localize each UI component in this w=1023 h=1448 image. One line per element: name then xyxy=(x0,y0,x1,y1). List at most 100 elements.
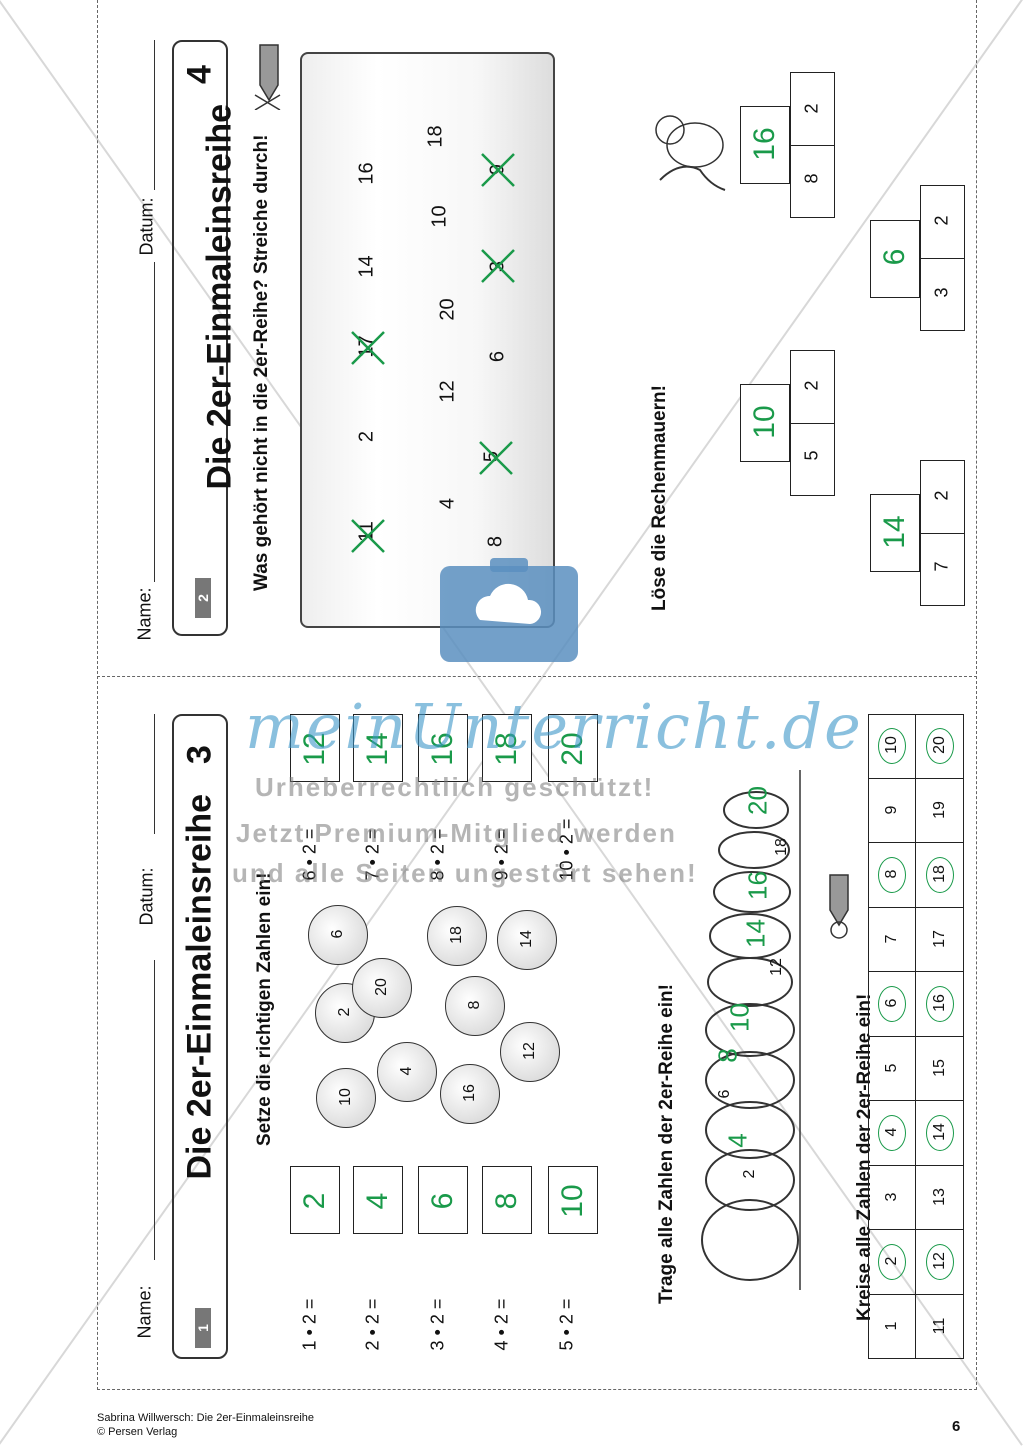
number-bubble xyxy=(377,1042,437,1102)
grid-cell[interactable] xyxy=(916,1294,964,1359)
wall-top-cell[interactable] xyxy=(870,494,920,572)
bubble-number: 8 xyxy=(466,1000,483,1010)
scroll-number: 20 xyxy=(436,298,459,321)
watermark-line: Urheberrechtlich geschützt! xyxy=(255,772,655,802)
strike-cross-icon xyxy=(481,153,515,187)
sheet3-title: Die 2er-Einmaleinsreihe xyxy=(180,793,219,1180)
answer-box[interactable] xyxy=(482,714,532,782)
pencil-icon xyxy=(254,44,281,110)
grid-cell[interactable] xyxy=(916,907,964,972)
sheet3-name-line[interactable] xyxy=(154,960,155,1260)
wall-top-answer: 14 xyxy=(878,515,911,549)
grid-cell[interactable] xyxy=(868,1101,916,1166)
sheet3-task2: Trage alle Zahlen der 2er-Reihe ein! xyxy=(656,984,677,1304)
grid-cell[interactable] xyxy=(868,778,916,843)
watermark-line: und alle Seiten ungestört sehen! xyxy=(232,858,698,888)
strike-cross-icon xyxy=(351,519,385,553)
answer-value: 10 xyxy=(556,1184,589,1218)
grid-cell[interactable] xyxy=(868,972,916,1037)
circle-mark-icon xyxy=(926,1244,954,1280)
answer-box[interactable] xyxy=(418,714,468,782)
grid-cell[interactable] xyxy=(868,843,916,908)
scroll-number: 2 xyxy=(355,430,378,443)
wall-top-cell[interactable] xyxy=(740,384,790,462)
grid-cell[interactable] xyxy=(868,1230,916,1295)
footer-author: Sabrina Willwersch: Die 2er-Einmaleinsre… xyxy=(97,1412,315,1424)
bubble-number: 12 xyxy=(521,1042,538,1060)
answer-box[interactable] xyxy=(353,1166,403,1234)
wall-left-value: 8 xyxy=(801,173,822,184)
scroll-number: 14 xyxy=(355,255,378,278)
equation-text: 5 • 2 = xyxy=(556,1298,577,1351)
sheet4-level-badge: 2 xyxy=(195,578,211,618)
sheet3-number: 3 xyxy=(180,745,219,764)
grid-cell[interactable] xyxy=(868,1294,916,1359)
circle-mark-icon xyxy=(926,728,954,764)
number-bubble xyxy=(308,905,368,965)
grid-cell[interactable] xyxy=(916,778,964,843)
sheet4-date-line[interactable] xyxy=(154,40,155,190)
grid-cell[interactable] xyxy=(868,907,916,972)
answer-box[interactable] xyxy=(353,714,403,782)
wall-top-cell[interactable] xyxy=(870,220,920,298)
strike-cross-icon xyxy=(481,249,515,283)
grid-cell[interactable] xyxy=(916,1165,964,1230)
strike-cross-icon xyxy=(351,331,385,365)
cut-frame xyxy=(97,0,977,1390)
grid-cell[interactable] xyxy=(916,843,964,908)
wall-top-answer: 10 xyxy=(748,405,781,439)
bubble-number: 18 xyxy=(448,926,465,944)
bubble-number: 4 xyxy=(398,1066,415,1076)
sheet3-title-bar xyxy=(172,714,228,1359)
answer-box[interactable] xyxy=(482,1166,532,1234)
answer-box[interactable] xyxy=(548,1166,598,1234)
watermark-brand: meinUnterricht.de xyxy=(245,690,863,763)
grid-cell[interactable] xyxy=(916,1230,964,1295)
grid-number: 15 xyxy=(931,1058,948,1077)
caterpillar-number: 14 xyxy=(740,919,771,948)
caterpillar-number: 16 xyxy=(742,871,773,900)
grid-cell[interactable] xyxy=(916,714,964,779)
answer-box[interactable] xyxy=(290,1166,340,1234)
grid-cell[interactable] xyxy=(868,1036,916,1101)
watermark-line: Jetzt Premium-Mitglied werden xyxy=(236,818,677,848)
grid-cell[interactable] xyxy=(868,1165,916,1230)
scroll-number: 6 xyxy=(486,350,509,363)
wall-top-answer: 16 xyxy=(748,127,781,161)
caterpillar-number: 18 xyxy=(773,838,790,856)
grid-number: 9 xyxy=(883,805,900,814)
sheet4-name-label: Name: xyxy=(134,587,155,641)
bubble-number: 16 xyxy=(461,1084,478,1102)
answer-box[interactable] xyxy=(290,714,340,782)
page-number: 6 xyxy=(952,1418,961,1435)
circle-mark-icon xyxy=(926,1115,954,1151)
circle-mark-icon xyxy=(878,986,906,1022)
answer-value: 4 xyxy=(361,1192,394,1210)
wall-right-value: 2 xyxy=(801,103,822,114)
grid-cell[interactable] xyxy=(868,714,916,779)
sheet4-task1: Was gehört nicht in die 2er-Reihe? Strei… xyxy=(251,134,272,591)
wall-right-value: 2 xyxy=(801,380,822,391)
equation-text: 3 • 2 = xyxy=(427,1298,448,1351)
sheet4-name-line[interactable] xyxy=(154,262,155,582)
sheet3-date-line[interactable] xyxy=(154,714,155,834)
answer-box[interactable] xyxy=(418,1166,468,1234)
wall-top-cell[interactable] xyxy=(740,106,790,184)
grid-cell[interactable] xyxy=(916,1036,964,1101)
sheet3-date-label: Datum: xyxy=(136,867,157,926)
caterpillar-number: 8 xyxy=(712,1048,743,1063)
wall-top-answer: 6 xyxy=(878,248,911,266)
grid-cell[interactable] xyxy=(916,972,964,1037)
caterpillar-number: 6 xyxy=(716,1089,733,1099)
grid-number: 3 xyxy=(883,1192,900,1201)
cloud-folder-icon xyxy=(440,558,578,662)
pencil-icon xyxy=(829,874,849,939)
scroll-number: 10 xyxy=(428,205,451,228)
fold-line xyxy=(97,676,977,677)
answer-box[interactable] xyxy=(548,714,598,782)
circle-mark-icon xyxy=(926,857,954,893)
caterpillar-number: 4 xyxy=(722,1133,753,1148)
scroll-number: 8 xyxy=(484,535,507,548)
grid-cell[interactable] xyxy=(916,1101,964,1166)
cat-drawing-icon xyxy=(655,115,726,191)
